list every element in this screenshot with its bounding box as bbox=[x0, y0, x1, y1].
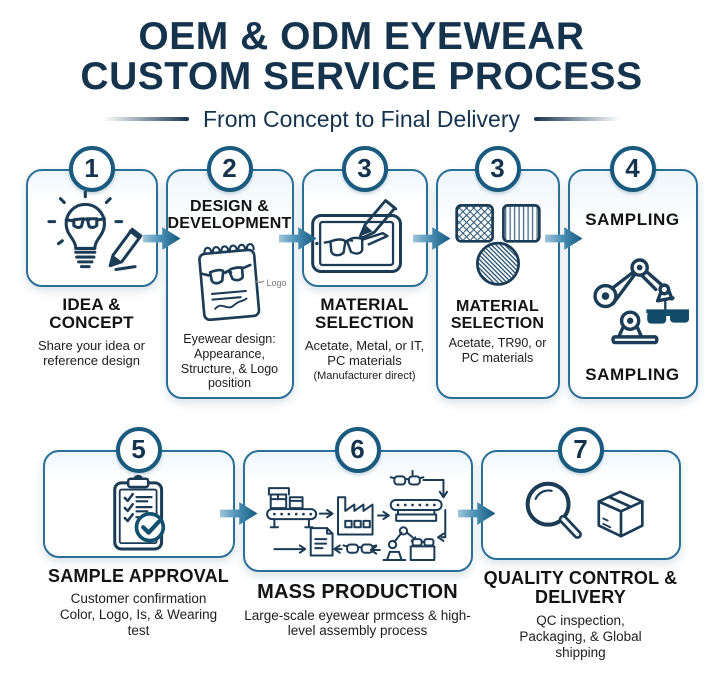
idea-lightbulb-icon bbox=[39, 190, 145, 281]
step-description: Acetate, Metal, or IT, PC materials bbox=[304, 337, 425, 369]
qc-delivery-icon bbox=[506, 474, 656, 554]
step-title: MATERIAL SELECTION bbox=[450, 297, 545, 333]
step-idea-concept: 1 bbox=[25, 145, 158, 369]
step-number-badge: 5 bbox=[115, 426, 162, 473]
subtitle-rule-right bbox=[534, 117, 620, 121]
step-description: Acetate, TR90, or PC materials bbox=[448, 336, 547, 365]
title-line-2: CUSTOM SERVICE PROCESS bbox=[80, 54, 643, 98]
step-title: IDEA & CONCEPT bbox=[49, 294, 134, 333]
subtitle: From Concept to Final Delivery bbox=[203, 105, 520, 132]
step-sample-approval: 5 bbox=[42, 426, 235, 640]
subtitle-rule-left bbox=[103, 117, 189, 121]
step-title: MATERIAL SELECTION bbox=[314, 294, 415, 333]
step-description: Customer confirmation Color, Logo, Is, &… bbox=[59, 591, 218, 639]
step-number-badge: 3 bbox=[474, 145, 521, 192]
step-number-badge: 1 bbox=[68, 145, 115, 192]
step-card: DESIGN & DEVELOPMENT bbox=[165, 168, 294, 399]
robot-arm-icon bbox=[577, 230, 689, 365]
subtitle-row: From Concept to Final Delivery bbox=[0, 106, 723, 133]
step-quality-control-delivery: 7 bbox=[480, 426, 681, 661]
material-swatches-icon bbox=[445, 198, 551, 290]
step-description: Large-scale eyewear prmcess & high-level… bbox=[244, 607, 471, 639]
step-card: SAMPLING bbox=[567, 168, 698, 399]
step-number-badge: 6 bbox=[334, 426, 381, 473]
logo-annotation: Logo bbox=[266, 277, 287, 288]
step-design-development: 2 DESIGN & DEVELOPMENT bbox=[165, 145, 294, 399]
step-card bbox=[301, 168, 428, 287]
step-title: QUALITY CONTROL & DELIVERY bbox=[483, 567, 678, 608]
step-number-badge: 2 bbox=[206, 145, 253, 192]
step-title: DESIGN & DEVELOPMENT bbox=[167, 197, 292, 233]
sampling-label-bottom: SAMPLING bbox=[585, 364, 680, 384]
step-mass-production: 6 bbox=[242, 426, 473, 640]
step-material-selection-1: 3 bbox=[301, 145, 428, 382]
mass-production-icon bbox=[254, 469, 462, 570]
step-material-selection-2: 3 bbox=[435, 145, 560, 399]
sampling-label-top: SAMPLING bbox=[585, 209, 680, 229]
step-note: (Manufacturer direct) bbox=[313, 369, 416, 382]
approval-checklist-icon bbox=[96, 472, 182, 554]
design-sketchpad-icon: Logo bbox=[177, 233, 287, 329]
step-title: SAMPLE APPROVAL bbox=[47, 565, 229, 586]
step-number-badge: 7 bbox=[557, 426, 604, 473]
title-line-1: OEM & ODM EYEWEAR bbox=[138, 15, 585, 58]
step-card: MATERIAL SELECTION Acetate, TR90, or PC … bbox=[435, 168, 560, 399]
tablet-drawing-icon bbox=[308, 193, 422, 279]
step-number-badge: 4 bbox=[609, 145, 656, 192]
step-title: MASS PRODUCTION bbox=[257, 580, 458, 603]
page-title: OEM & ODM EYEWEAR CUSTOM SERVICE PROCESS bbox=[0, 17, 723, 97]
process-row-2: 5 bbox=[0, 426, 723, 661]
step-description: Eyewear design: Appearance, Structure, &… bbox=[180, 332, 279, 391]
step-number-badge: 3 bbox=[341, 145, 388, 192]
step-description: Share your idea or reference design bbox=[38, 337, 145, 369]
step-description: QC inspection, Packaging, & Global shipp… bbox=[519, 613, 642, 660]
step-sampling: 4 SAMPLING bbox=[567, 145, 698, 399]
process-row-1: 1 bbox=[0, 145, 723, 399]
